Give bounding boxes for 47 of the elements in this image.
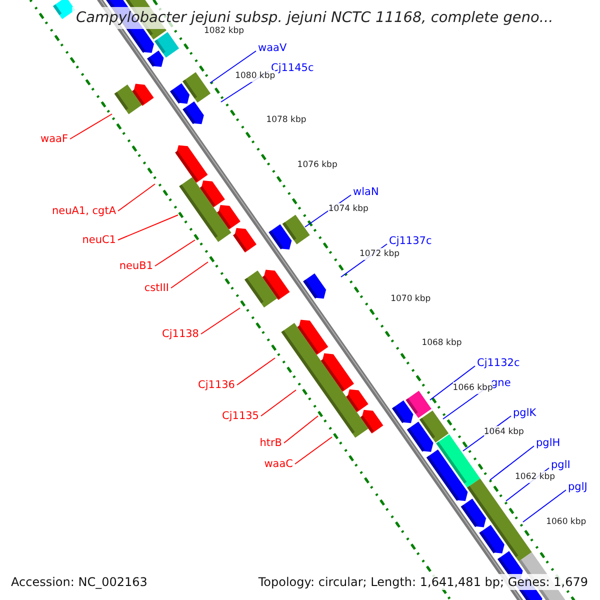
leader-line xyxy=(118,184,156,212)
gene-label: Cj1137c xyxy=(389,234,432,248)
leader-line xyxy=(522,490,566,522)
gene-label: waaF xyxy=(40,132,68,146)
gene-label: neuC1 xyxy=(82,233,116,247)
gene-label: htrB xyxy=(260,436,282,450)
leader-line xyxy=(490,446,534,480)
scale-label: 1080 kbp xyxy=(235,70,276,82)
leader-line xyxy=(154,240,196,266)
gene-label: waaV xyxy=(258,41,287,55)
gene-label: waaC xyxy=(264,457,293,471)
gene-label: Cj1132c xyxy=(477,356,520,370)
leader-line xyxy=(284,416,318,444)
gene-label: wlaN xyxy=(353,185,379,199)
scale-label: 1072 kbp xyxy=(360,248,400,260)
scale-label: 1060 kbp xyxy=(546,516,586,528)
scale-label: 1076 kbp xyxy=(297,158,338,171)
gene-label: neuB1 xyxy=(119,259,153,273)
leader-line xyxy=(70,114,112,140)
gene-label: pglH xyxy=(536,436,560,450)
info-text: Accession: NC_002163 xyxy=(9,574,150,590)
scale-label: 1074 kbp xyxy=(328,203,368,216)
leader-line xyxy=(200,308,240,334)
gene-label: Cj1138 xyxy=(162,327,199,341)
leader-line xyxy=(210,50,256,84)
leader-line xyxy=(294,436,332,464)
gene-label: Cj1135 xyxy=(222,409,259,423)
gene-label: cstIII xyxy=(144,281,169,295)
gene-label: pglK xyxy=(513,406,536,420)
scale-label: 1070 kbp xyxy=(390,292,431,305)
gene-label: pglI xyxy=(551,458,570,472)
leader-line xyxy=(430,366,476,400)
scale-label: 1064 kbp xyxy=(484,426,524,438)
scale-label: 1082 kbp xyxy=(204,25,244,37)
leader-line xyxy=(236,358,276,386)
leader-line xyxy=(118,214,178,240)
scale-label: 1078 kbp xyxy=(266,114,306,126)
gene-label: neuA1, cgtA xyxy=(52,204,116,218)
scale-label: 1068 kbp xyxy=(422,337,462,350)
scale-label: 1062 kbp xyxy=(515,471,556,483)
gene-label: gne xyxy=(491,376,511,390)
scale-label: 1066 kbp xyxy=(452,382,493,394)
info-text: Topology: circular; Length: 1,641,481 bp; Genes: 1,679 xyxy=(256,574,590,590)
leader-line xyxy=(260,390,296,416)
gene-label: pglJ xyxy=(568,480,588,494)
gene-label: Cj1136 xyxy=(198,378,235,392)
leader-line xyxy=(170,262,208,288)
